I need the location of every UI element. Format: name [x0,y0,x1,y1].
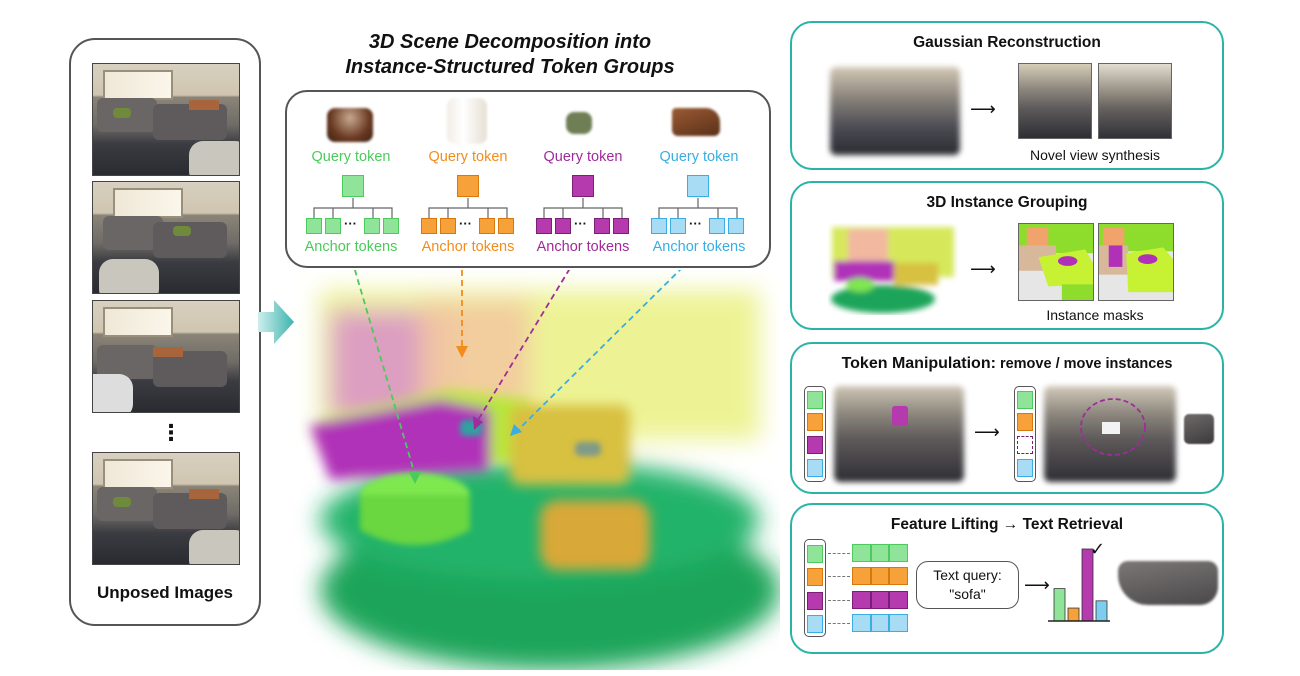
query-token-blue [687,175,709,197]
token-manipulation-title-bold: Token Manipulation: [841,355,996,372]
token-stack-features [804,539,826,637]
token-manipulation-panel: Token Manipulation: remove / move instan… [790,342,1224,494]
anchor-tokens-label-3: Anchor tokens [536,239,630,255]
anchor-token [440,218,456,234]
novel-view-image-1 [1018,63,1092,139]
decomposed-3d-scene [310,270,780,670]
query-token-label-1: Query token [311,149,391,165]
anchor-token [536,218,552,234]
anchor-token [670,218,686,234]
anchor-token [594,218,610,234]
anchor-token [306,218,322,234]
anchor-token [498,218,514,234]
anchor-ellipsis: ··· [459,216,472,231]
right-arrow-icon: ⟶ [1024,575,1050,595]
query-token-label-3: Query token [543,149,623,165]
unposed-images-panel [69,38,261,626]
feature-row-green [852,544,909,562]
gaussian-reconstruction-panel: Gaussian Reconstruction ⟶ Novel view syn… [790,21,1224,170]
feature-row-purple [852,591,909,609]
side-table-object-icon [672,108,720,136]
anchor-token [383,218,399,234]
anchor-ellipsis: ··· [344,216,357,231]
reconstructed-scene-image [830,67,960,155]
instance-masks-caption: Instance masks [1046,307,1144,323]
token-stack-before [804,386,826,482]
query-token-purple [572,175,594,197]
instance-mask-2 [1098,223,1174,301]
anchor-tokens-label-2: Anchor tokens [421,239,515,255]
anchor-token [421,218,437,234]
anchor-token [651,218,667,234]
anchor-ellipsis: ··· [689,216,702,231]
selected-chair-highlight [892,406,908,426]
right-arrow-icon: ⟶ [970,99,996,119]
feature-lifting-title: Feature Lifting → Text Retrieval [890,516,1124,533]
input-image-3 [92,300,240,413]
score-bar-blue [1095,600,1108,622]
gaussian-reconstruction-title: Gaussian Reconstruction [913,34,1101,51]
feature-row-orange [852,567,909,585]
novel-view-image-2 [1098,63,1172,139]
more-images-ellipsis: ⋮ [160,420,182,445]
anchor-tokens-label-1: Anchor tokens [304,239,398,255]
query-token-orange [457,175,479,197]
input-image-2 [92,181,240,294]
right-arrow-icon: ⟶ [970,259,996,279]
anchor-tokens-label-4: Anchor tokens [652,239,746,255]
novel-view-caption: Novel view synthesis [1030,147,1160,163]
input-image-1 [92,63,240,176]
table-object-icon [327,108,373,142]
anchor-token [728,218,744,234]
unposed-images-label: Unposed Images [96,583,234,602]
instance-grouping-title: 3D Instance Grouping [926,194,1088,211]
token-stack-after [1014,386,1036,482]
anchor-token [325,218,341,234]
check-mark-icon: ✓ [1090,539,1106,559]
retrieved-sofa-image [1118,561,1218,605]
center-title: 3D Scene Decomposition into Instance-Str… [300,30,720,80]
moved-chair-icon [1184,414,1214,444]
query-token-green [342,175,364,197]
instance-mask-1 [1018,223,1094,301]
flow-arrow-icon [258,300,294,344]
input-image-4 [92,452,240,565]
anchor-ellipsis: ··· [574,216,587,231]
feature-row-blue [852,614,909,632]
right-arrow-icon: ⟶ [974,422,1000,442]
text-query-label: Text query: [933,567,1002,583]
scene-before-edit [834,386,964,482]
center-title-line1: 3D Scene Decomposition into [368,31,652,53]
score-bar-orange [1067,607,1080,622]
token-hierarchy-lines [313,198,738,218]
anchor-token [613,218,629,234]
query-token-label-4: Query token [659,149,739,165]
retrieval-score-chart [1048,548,1110,622]
token-manipulation-title: Token Manipulation: remove / move instan… [792,355,1222,373]
center-title-line2: Instance-Structured Token Groups [345,56,675,78]
text-query-value: "sofa" [949,586,986,602]
token-groups-box: Query token Anchor tokens Query token An… [285,90,771,268]
token-manipulation-title-rest: remove / move instances [995,356,1173,372]
anchor-token [364,218,380,234]
feature-lifting-panel: Feature Lifting → Text Retrieval Text qu… [790,503,1224,654]
anchor-token [555,218,571,234]
removed-instance-circle [1080,398,1146,456]
score-bar-green [1053,588,1066,622]
window-object-icon [447,98,487,144]
instance-grouping-panel: 3D Instance Grouping ⟶ Instance masks [790,181,1224,330]
text-query-box: Text query: "sofa" [916,561,1019,609]
grouped-scene-image [831,227,954,313]
pillow-object-icon [566,112,592,134]
query-token-label-2: Query token [428,149,508,165]
anchor-token [709,218,725,234]
anchor-token [479,218,495,234]
